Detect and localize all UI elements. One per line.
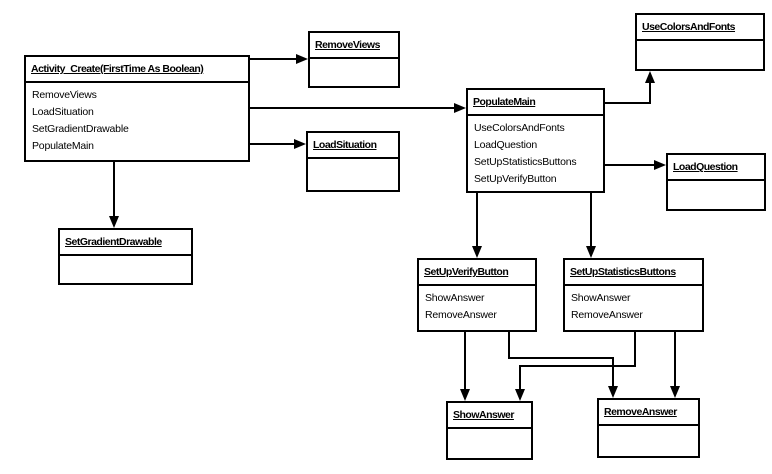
class-box-populate-main: PopulateMain UseColorsAndFonts LoadQuest… — [466, 88, 605, 193]
box-title: SetUpStatisticsButtons — [565, 260, 702, 286]
box-body — [310, 59, 398, 86]
method-label: LoadQuestion — [474, 139, 537, 151]
box-title: LoadSituation — [308, 133, 398, 159]
box-body — [637, 41, 763, 69]
class-box-set-gradient-drawable: SetGradientDrawable — [58, 228, 193, 285]
box-title: RemoveViews — [310, 33, 398, 59]
method-label: ShowAnswer — [571, 292, 631, 304]
box-title: Activity_Create(FirstTime As Boolean) — [26, 57, 248, 83]
box-body: UseColorsAndFonts LoadQuestion SetUpStat… — [468, 116, 603, 191]
class-box-set-up-verify-button: SetUpVerifyButton ShowAnswer RemoveAnswe… — [417, 258, 537, 332]
method-label: RemoveAnswer — [425, 309, 497, 321]
class-box-load-question: LoadQuestion — [666, 153, 766, 211]
arrow-set-up-verify-button-to-remove-answer — [508, 332, 618, 398]
box-body — [668, 181, 764, 209]
method-label: ShowAnswer — [425, 292, 485, 304]
method-label: SetGradientDrawable — [32, 123, 129, 135]
box-body — [308, 159, 398, 190]
class-box-remove-views: RemoveViews — [308, 31, 400, 88]
box-title: ShowAnswer — [448, 403, 531, 429]
box-title: SetUpVerifyButton — [419, 260, 535, 286]
arrow-set-up-statistics-buttons-to-show-answer — [515, 332, 636, 401]
box-title: SetGradientDrawable — [60, 230, 191, 256]
class-box-activity-create: Activity_Create(FirstTime As Boolean) Re… — [24, 55, 250, 162]
box-title: RemoveAnswer — [599, 400, 698, 426]
box-body — [448, 429, 531, 458]
box-body: RemoveViews LoadSituation SetGradientDra… — [26, 83, 248, 160]
box-body: ShowAnswer RemoveAnswer — [565, 286, 702, 330]
class-box-load-situation: LoadSituation — [306, 131, 400, 192]
method-label: LoadSituation — [32, 106, 94, 118]
class-box-use-colors-and-fonts: UseColorsAndFonts — [635, 13, 765, 71]
box-body: ShowAnswer RemoveAnswer — [419, 286, 535, 330]
box-body — [599, 426, 698, 456]
class-box-set-up-statistics-buttons: SetUpStatisticsButtons ShowAnswer Remove… — [563, 258, 704, 332]
class-box-show-answer: ShowAnswer — [446, 401, 533, 460]
box-title: UseColorsAndFonts — [637, 15, 763, 41]
arrow-populate-main-to-use-colors-and-fonts — [605, 71, 655, 104]
method-label: SetUpStatisticsButtons — [474, 156, 577, 168]
method-label: RemoveViews — [32, 89, 97, 101]
class-box-remove-answer: RemoveAnswer — [597, 398, 700, 458]
method-label: PopulateMain — [32, 140, 94, 152]
method-label: SetUpVerifyButton — [474, 173, 557, 185]
box-title: PopulateMain — [468, 90, 603, 116]
box-title: LoadQuestion — [668, 155, 764, 181]
method-label: RemoveAnswer — [571, 309, 643, 321]
method-label: UseColorsAndFonts — [474, 122, 565, 134]
box-body — [60, 256, 191, 283]
